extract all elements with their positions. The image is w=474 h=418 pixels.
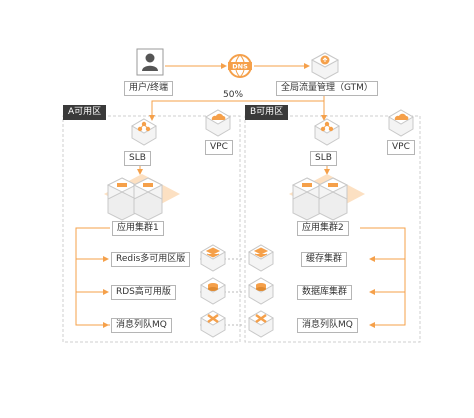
slb-icon-a xyxy=(131,118,157,146)
mq-icon-b xyxy=(248,310,274,338)
dns-text: DNS xyxy=(232,63,248,71)
vpc-icon-a xyxy=(205,109,231,137)
vpc-label-b: VPC xyxy=(387,140,415,155)
vpc-icon-b xyxy=(388,109,414,137)
zone-a-service-redis: Redis多可用区版 xyxy=(111,252,191,267)
cluster-stack-icon-b xyxy=(289,174,365,221)
cache-icon xyxy=(248,244,274,272)
zone-a-service-mq: 消息列队MQ xyxy=(111,318,172,333)
zone-b-tag: B可用区 xyxy=(245,105,289,120)
cluster-stack-icon-a xyxy=(104,174,180,221)
slb-icon-b xyxy=(314,118,340,146)
rds-icon xyxy=(200,277,226,305)
mq-icon-a xyxy=(200,310,226,338)
zone-a-tag: A可用区 xyxy=(63,105,107,120)
gtm-cube-icon xyxy=(310,52,340,80)
zone-b-service-database: 数据库集群 xyxy=(297,285,353,300)
cluster-label-a: 应用集群1 xyxy=(112,221,164,236)
zone-a-boundary xyxy=(62,115,241,343)
gtm-label: 全局流量管理（GTM） xyxy=(276,81,378,96)
dns-globe-icon: DNS xyxy=(228,54,252,78)
zone-b-service-cache: 缓存集群 xyxy=(301,252,348,267)
slb-label-a: SLB xyxy=(124,151,151,166)
split-percent: 50% xyxy=(223,90,244,100)
user-icon xyxy=(136,48,164,76)
zone-b-boundary xyxy=(244,115,421,343)
vpc-label-a: VPC xyxy=(205,140,233,155)
zone-b-service-mq: 消息列队MQ xyxy=(297,318,358,333)
zone-a-service-rds: RDS高可用版 xyxy=(111,285,176,300)
slb-label-b: SLB xyxy=(310,151,337,166)
cluster-label-b: 应用集群2 xyxy=(297,221,349,236)
database-icon xyxy=(248,277,274,305)
user-terminal-label: 用户/终端 xyxy=(124,81,174,96)
redis-icon xyxy=(200,244,226,272)
